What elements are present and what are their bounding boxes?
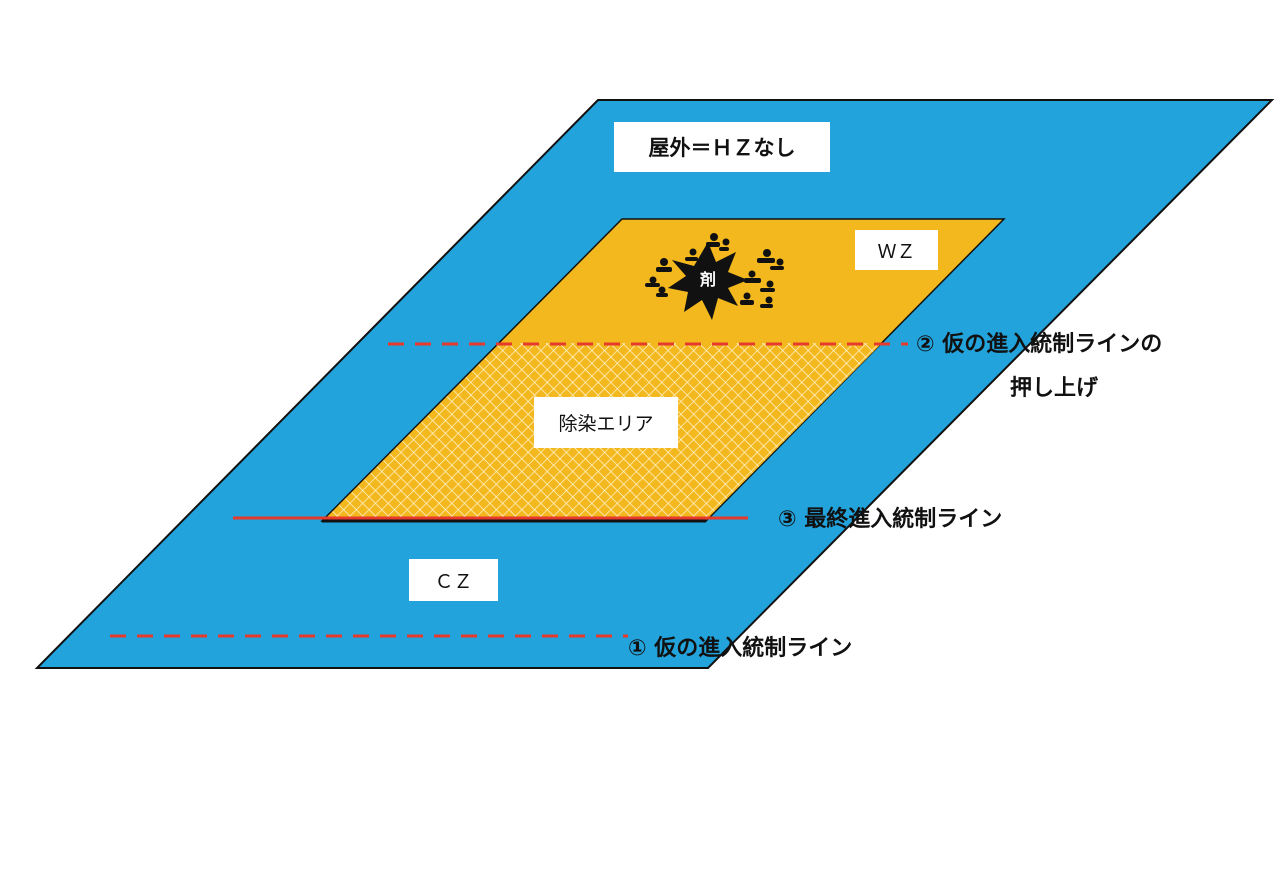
cold-zone-label: ＣＺ xyxy=(409,559,498,601)
warm-zone-label: ＷＺ xyxy=(855,230,938,270)
control-line-3-label: ③ 最終進入統制ライン xyxy=(778,507,1003,532)
control-line-2-label-cont: 押し上げ xyxy=(1010,376,1099,401)
hazard-label: 剤 xyxy=(699,270,716,289)
explosion-icon xyxy=(668,242,748,320)
control-line-1-label: ① 仮の進入統制ライン xyxy=(628,636,853,661)
decontamination-area-label: 除染エリア xyxy=(534,397,678,448)
outdoor-zone-label: 屋外＝ＨＺなし xyxy=(614,122,830,172)
person-figures-icon xyxy=(645,233,784,308)
control-line-2-label: ② 仮の進入統制ラインの xyxy=(916,332,1163,357)
